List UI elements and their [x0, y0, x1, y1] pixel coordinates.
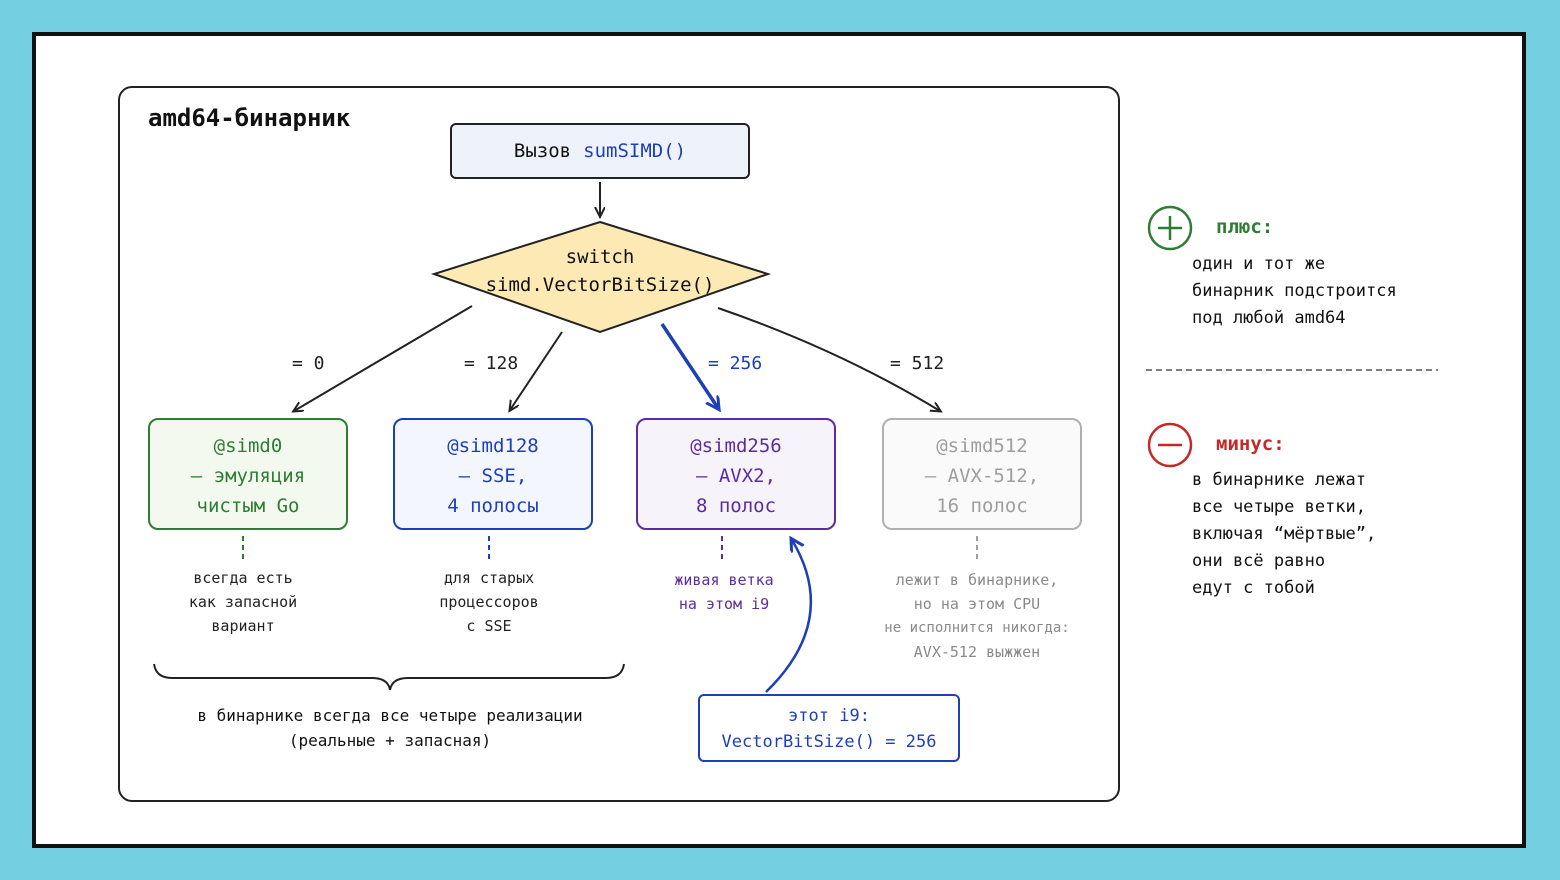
panel-title: amd64-бинарник — [148, 104, 351, 132]
arrow-i9-to-simd256 — [765, 540, 812, 693]
node-simd256-line3: 8 полос — [695, 495, 777, 517]
minus-line: в бинарнике лежат — [1192, 470, 1366, 490]
note-simd256-line: на этом i9 — [678, 595, 770, 613]
note-simd512: лежит в бинарнике, но на этом CPU не исп… — [862, 568, 1092, 664]
arrow-to-simd128 — [510, 331, 563, 410]
node-simd0-line2: – эмуляция — [190, 465, 306, 487]
node-simd512-line2: – AVX-512, — [924, 465, 1040, 487]
call-func: sumSIMD() — [583, 140, 687, 162]
node-simd128-tag: @simd128 — [447, 435, 539, 457]
node-simd128-line2: – SSE, — [458, 465, 528, 487]
plus-line: один и тот же — [1192, 254, 1326, 274]
minus-line: они всё равно — [1192, 551, 1326, 571]
edge-label-0: = 0 — [292, 353, 325, 374]
note-simd0: всегда есть как запасной вариант — [143, 566, 343, 638]
node-simd256-line2: – AVX2, — [695, 465, 777, 487]
i9-line1: этот i9: — [788, 706, 870, 726]
curly-brace — [153, 663, 625, 691]
plus-circle-icon — [1147, 205, 1193, 251]
note-simd256-line: живая ветка — [674, 571, 774, 589]
node-simd128-line3: 4 полосы — [447, 495, 539, 517]
switch-label: switch simd.VectorBitSize() — [470, 243, 730, 299]
note-simd256: живая ветка на этом i9 — [624, 568, 824, 616]
plus-title: плюс: — [1216, 216, 1274, 238]
note-simd512-line: не исполнится никогда: — [884, 620, 1070, 636]
minus-line: все четыре ветки, — [1192, 497, 1366, 517]
binary-panel — [118, 86, 1120, 802]
note-simd512-line: AVX-512 выжжен — [913, 643, 1041, 661]
note-simd128-line: процессоров — [439, 593, 539, 611]
edge-label-256: = 256 — [708, 353, 763, 374]
arrow-to-simd0 — [294, 305, 473, 411]
switch-diamond — [430, 220, 772, 334]
node-simd0-line3: чистым Go — [196, 495, 300, 517]
note-simd0-line: всегда есть — [193, 569, 293, 587]
i9-line2: VectorBitSize() = 256 — [721, 732, 937, 752]
node-simd128: @simd128 – SSE, 4 полосы — [393, 418, 593, 530]
note-simd0-line: как запасной — [188, 593, 298, 611]
brace-caption-line: в бинарнике всегда все четыре реализации — [197, 706, 583, 725]
minus-line: едут с тобой — [1192, 578, 1315, 598]
minus-title: минус: — [1216, 433, 1285, 455]
note-simd128-line: для старых — [443, 569, 535, 587]
plus-line: бинарник подстроится — [1192, 281, 1397, 301]
note-simd128: для старых процессоров с SSE — [389, 566, 589, 638]
brace-caption-line: (реальные + запасная) — [288, 731, 492, 750]
minus-body: в бинарнике лежат все четыре ветки, вклю… — [1192, 467, 1376, 602]
node-simd512-tag: @simd512 — [936, 435, 1028, 457]
plus-line: под любой amd64 — [1192, 308, 1346, 328]
node-simd256: @simd256 – AVX2, 8 полос — [636, 418, 836, 530]
arrow-to-simd512 — [717, 307, 940, 411]
note-simd512-line: лежит в бинарнике, — [895, 571, 1059, 589]
minus-circle-icon — [1147, 422, 1193, 468]
switch-line2: simd.VectorBitSize() — [485, 274, 715, 296]
note-simd512-line: но на этом CPU — [913, 595, 1041, 613]
node-simd512: @simd512 – AVX-512, 16 полос — [882, 418, 1082, 530]
minus-line: включая “мёртвые”, — [1192, 524, 1377, 544]
i9-box: этот i9: VectorBitSize() = 256 — [698, 694, 960, 762]
switch-line1: switch — [565, 246, 635, 268]
node-simd0-tag: @simd0 — [213, 435, 283, 457]
node-simd256-tag: @simd256 — [690, 435, 782, 457]
call-prefix: Вызов — [513, 140, 572, 162]
note-simd0-line: вариант — [211, 617, 275, 635]
edge-label-128: = 128 — [464, 353, 519, 374]
note-simd128-line: с SSE — [466, 617, 512, 635]
node-simd512-line3: 16 полос — [936, 495, 1028, 517]
node-simd0: @simd0 – эмуляция чистым Go — [148, 418, 348, 530]
edge-label-512: = 512 — [890, 353, 945, 374]
arrow-to-simd256 — [660, 323, 718, 408]
brace-caption: в бинарнике всегда все четыре реализации… — [150, 703, 630, 753]
plus-body: один и тот же бинарник подстроится под л… — [1192, 251, 1397, 332]
call-box: Вызов sumSIMD() — [450, 123, 750, 179]
